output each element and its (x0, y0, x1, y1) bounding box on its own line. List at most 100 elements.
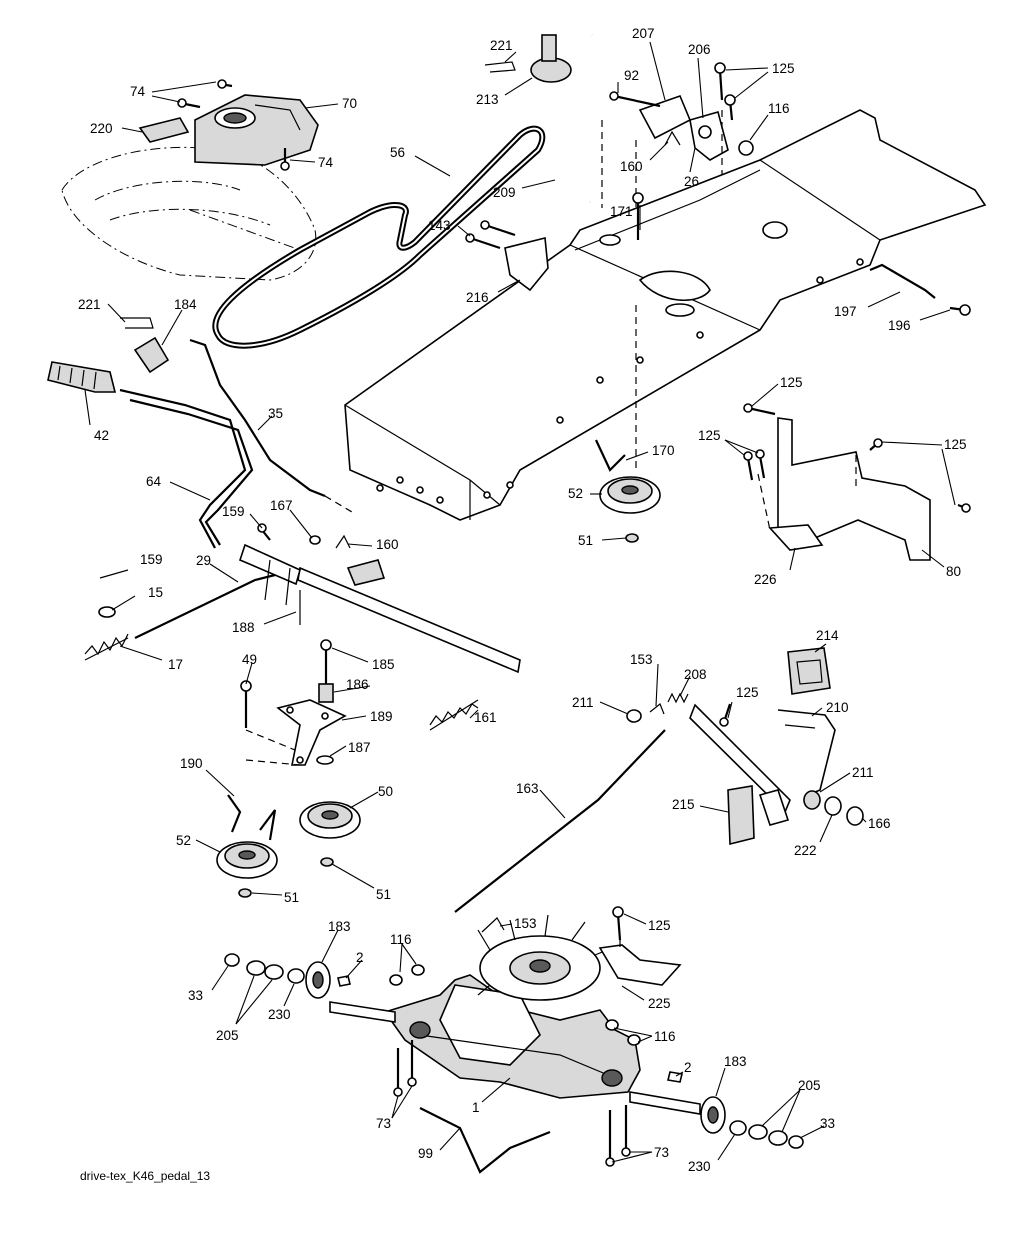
label-166: 166 (868, 816, 891, 831)
label-222: 222 (794, 843, 817, 858)
label-51: 51 (578, 533, 593, 548)
leader-lines (84, 41, 956, 1163)
spring-17 (84, 633, 129, 661)
label-183: 183 (328, 919, 351, 934)
label-184: 184 (174, 297, 197, 312)
cable-35 (189, 338, 353, 513)
pin-153-lower (481, 917, 505, 933)
label-215: 215 (672, 797, 695, 812)
pin-167 (309, 535, 321, 545)
axle-left (329, 1001, 396, 1023)
label-125: 125 (772, 61, 795, 76)
hub-183-left (305, 961, 331, 999)
bolt-74 (177, 79, 290, 171)
label-143: 143 (428, 218, 451, 233)
label-29: 29 (196, 553, 211, 568)
lever-64 (119, 388, 254, 549)
label-197: 197 (834, 304, 857, 319)
transaxle-1 (383, 974, 641, 1099)
bolt-125-pedal (719, 703, 732, 727)
label-185: 185 (372, 657, 395, 672)
label-56: 56 (390, 145, 405, 160)
pedal-arm-215 (727, 785, 755, 846)
label-125: 125 (944, 437, 967, 452)
cross-shaft (239, 543, 521, 674)
bracket-207 (609, 91, 729, 161)
label-187: 187 (348, 740, 371, 755)
label-210: 210 (826, 700, 849, 715)
nut-116-top (738, 140, 754, 156)
bolts-143 (465, 220, 516, 250)
label-221: 221 (490, 38, 513, 53)
label-52: 52 (568, 486, 583, 501)
label-153: 153 (630, 652, 653, 667)
label-226: 226 (754, 572, 777, 587)
bolt-171 (632, 192, 644, 240)
axle-right (629, 1091, 701, 1115)
label-221: 221 (78, 297, 101, 312)
grip-42 (47, 361, 117, 393)
bracket-80 (757, 417, 931, 561)
idler-arm-189 (276, 699, 347, 766)
label-50: 50 (378, 784, 393, 799)
label-125: 125 (698, 428, 721, 443)
ring-166 (846, 806, 864, 826)
label-225: 225 (648, 996, 671, 1011)
nut-51-upper (625, 533, 639, 543)
label-125: 125 (780, 375, 803, 390)
label-125: 125 (736, 685, 759, 700)
label-125: 125 (648, 918, 671, 933)
bracket-225 (598, 944, 682, 986)
label-205: 205 (216, 1028, 239, 1043)
drive-belt-56 (212, 125, 546, 349)
label-230: 230 (268, 1007, 291, 1022)
label-186: 186 (346, 677, 369, 692)
label-216: 216 (466, 290, 489, 305)
label-230: 230 (688, 1159, 711, 1174)
label-2: 2 (684, 1060, 692, 1075)
bracket-226 (768, 524, 824, 551)
label-160: 160 (620, 159, 643, 174)
washer-230-left (287, 968, 305, 984)
label-73: 73 (376, 1116, 391, 1131)
fan-hub (477, 914, 613, 1001)
spacer-186 (318, 683, 334, 703)
bolt-125-lower (612, 906, 624, 950)
washer-15 (98, 606, 116, 618)
washers-205-right (748, 1124, 788, 1146)
label-220: 220 (90, 121, 113, 136)
label-17: 17 (168, 657, 183, 672)
label-80: 80 (946, 564, 961, 579)
label-211: 211 (852, 765, 874, 780)
spring-161 (429, 699, 479, 731)
belt-guide-190 (227, 794, 277, 841)
rod-197 (869, 263, 936, 299)
pin-153-upper (649, 703, 665, 715)
spring-pin-160-top (664, 130, 681, 146)
label-99: 99 (418, 1146, 433, 1161)
bolt-49 (240, 680, 252, 728)
label-51: 51 (284, 890, 299, 905)
pulley-52-lower (216, 841, 278, 879)
label-214: 214 (816, 628, 839, 643)
part-labels: 221 213 207 206 125 92 116 74 70 220 74 … (78, 26, 967, 1174)
label-213: 213 (476, 92, 499, 107)
pulley-50 (299, 801, 361, 839)
label-33: 33 (188, 988, 203, 1003)
label-163: 163 (516, 781, 539, 796)
label-35: 35 (268, 406, 283, 421)
label-116: 116 (390, 932, 412, 947)
label-206: 206 (688, 42, 711, 57)
label-170: 170 (652, 443, 675, 458)
label-159: 159 (140, 552, 163, 567)
rod-99 (419, 1107, 551, 1174)
washer-230-right (729, 1120, 747, 1136)
label-92: 92 (624, 68, 639, 83)
knob-213 (530, 34, 572, 83)
label-183: 183 (724, 1054, 747, 1069)
bolts-73 (393, 1040, 631, 1167)
label-161: 161 (474, 710, 497, 725)
rod-29 (134, 573, 276, 639)
clip-221-left (120, 317, 154, 329)
